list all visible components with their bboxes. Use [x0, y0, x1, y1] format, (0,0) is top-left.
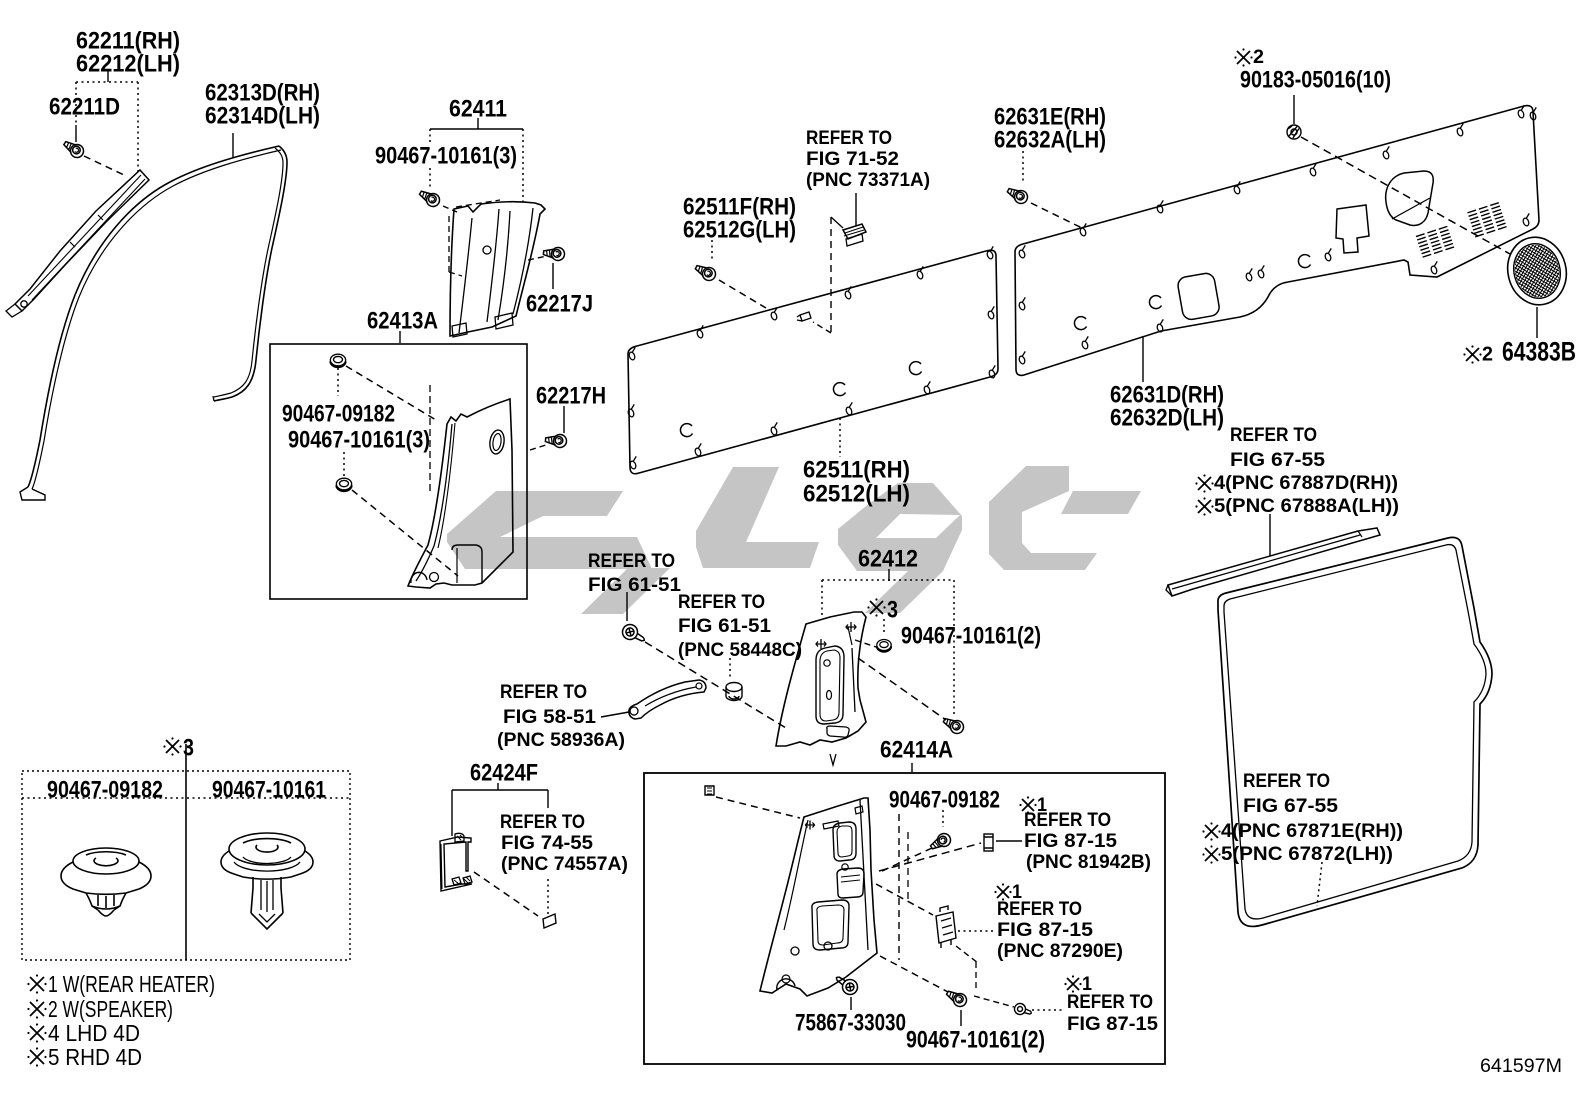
svg-text:REFER TO: REFER TO: [500, 682, 587, 703]
svg-text:(PNC 58448C): (PNC 58448C): [678, 640, 802, 661]
svg-text:62631D(RH): 62631D(RH): [1110, 382, 1224, 409]
svg-text:62413A: 62413A: [367, 308, 438, 335]
svg-text:75867-33030: 75867-33030: [795, 1010, 906, 1037]
svg-text:REFER TO: REFER TO: [1024, 810, 1111, 831]
svg-text:(PNC 81942B): (PNC 81942B): [1026, 852, 1151, 873]
svg-text:FIG 87-15: FIG 87-15: [997, 920, 1093, 941]
svg-text:62632D(LH): 62632D(LH): [1110, 405, 1224, 432]
svg-text:REFER TO: REFER TO: [997, 899, 1082, 920]
svg-text:62217H: 62217H: [536, 383, 606, 410]
svg-text:3: 3: [183, 735, 194, 762]
svg-text:FIG 74-55: FIG 74-55: [501, 833, 593, 854]
svg-text:90467-10161(3): 90467-10161(3): [288, 427, 430, 454]
svg-text:62424F: 62424F: [470, 760, 538, 787]
svg-text:90467-10161: 90467-10161: [212, 777, 326, 804]
svg-text:62414A: 62414A: [880, 737, 953, 764]
svg-text:5(PNC 67872(LH)): 5(PNC 67872(LH)): [1221, 844, 1393, 865]
svg-text:1: 1: [1037, 795, 1047, 816]
svg-text:62511(RH): 62511(RH): [803, 457, 910, 484]
svg-text:1: 1: [1012, 882, 1022, 903]
svg-text:2: 2: [1482, 344, 1493, 366]
svg-text:2 W(SPEAKER): 2 W(SPEAKER): [48, 996, 173, 1022]
svg-text:62632A(LH): 62632A(LH): [994, 127, 1106, 154]
svg-text:REFER TO: REFER TO: [1067, 992, 1153, 1013]
svg-text:62511F(RH): 62511F(RH): [683, 194, 796, 221]
svg-text:62512(LH): 62512(LH): [803, 481, 910, 508]
svg-text:REFER TO: REFER TO: [1243, 771, 1330, 792]
svg-text:4 LHD 4D: 4 LHD 4D: [48, 1020, 140, 1046]
svg-text:FIG 61-51: FIG 61-51: [588, 575, 681, 596]
svg-text:FIG 67-55: FIG 67-55: [1230, 450, 1325, 471]
svg-text:62631E(RH): 62631E(RH): [994, 104, 1106, 131]
svg-text:REFER TO: REFER TO: [588, 551, 675, 572]
svg-text:90467-10161(2): 90467-10161(2): [906, 1027, 1045, 1054]
svg-text:90467-10161(3): 90467-10161(3): [375, 143, 517, 170]
svg-text:FIG 58-51: FIG 58-51: [503, 707, 596, 728]
svg-text:5 RHD 4D: 5 RHD 4D: [48, 1044, 142, 1070]
svg-text:62211(RH): 62211(RH): [76, 28, 180, 55]
svg-text:FIG 71-52: FIG 71-52: [806, 149, 899, 170]
svg-text:1: 1: [1082, 974, 1092, 995]
svg-text:90467-09182: 90467-09182: [47, 777, 163, 804]
svg-text:3: 3: [887, 597, 898, 624]
svg-text:FIG 61-51: FIG 61-51: [678, 616, 771, 637]
svg-text:5(PNC 67888A(LH)): 5(PNC 67888A(LH)): [1214, 496, 1399, 517]
svg-text:62314D(LH): 62314D(LH): [205, 103, 320, 130]
svg-text:REFER TO: REFER TO: [500, 812, 585, 833]
svg-text:64383B: 64383B: [1502, 337, 1576, 367]
svg-text:62512G(LH): 62512G(LH): [683, 217, 796, 244]
svg-text:4(PNC 67887D(RH)): 4(PNC 67887D(RH)): [1214, 473, 1398, 494]
svg-text:FIG 87-15: FIG 87-15: [1024, 831, 1117, 852]
svg-text:62211D: 62211D: [49, 94, 120, 121]
svg-text:FIG 67-55: FIG 67-55: [1243, 796, 1338, 817]
svg-text:(PNC 87290E): (PNC 87290E): [997, 941, 1123, 962]
svg-text:(PNC 58936A): (PNC 58936A): [497, 730, 625, 751]
svg-text:62212(LH): 62212(LH): [76, 51, 180, 78]
svg-text:90467-10161(2): 90467-10161(2): [901, 623, 1041, 650]
svg-text:62313D(RH): 62313D(RH): [205, 80, 320, 107]
svg-text:REFER TO: REFER TO: [678, 592, 765, 613]
svg-text:62217J: 62217J: [526, 291, 593, 318]
svg-text:90183-05016(10): 90183-05016(10): [1240, 67, 1391, 94]
svg-text:641597M: 641597M: [1480, 1056, 1562, 1077]
svg-text:62412: 62412: [858, 546, 918, 573]
svg-text:(PNC 73371A): (PNC 73371A): [806, 170, 930, 191]
svg-text:REFER TO: REFER TO: [1230, 425, 1317, 446]
svg-text:90467-09182: 90467-09182: [889, 787, 1000, 814]
svg-text:REFER TO: REFER TO: [806, 128, 892, 149]
svg-text:2: 2: [1253, 47, 1264, 68]
svg-text:(PNC 74557A): (PNC 74557A): [501, 854, 628, 875]
svg-text:FIG 87-15: FIG 87-15: [1067, 1014, 1158, 1035]
svg-text:90467-09182: 90467-09182: [282, 401, 395, 428]
svg-text:1 W(REAR HEATER): 1 W(REAR HEATER): [48, 971, 215, 997]
svg-text:4(PNC 67871E(RH)): 4(PNC 67871E(RH)): [1221, 821, 1403, 842]
